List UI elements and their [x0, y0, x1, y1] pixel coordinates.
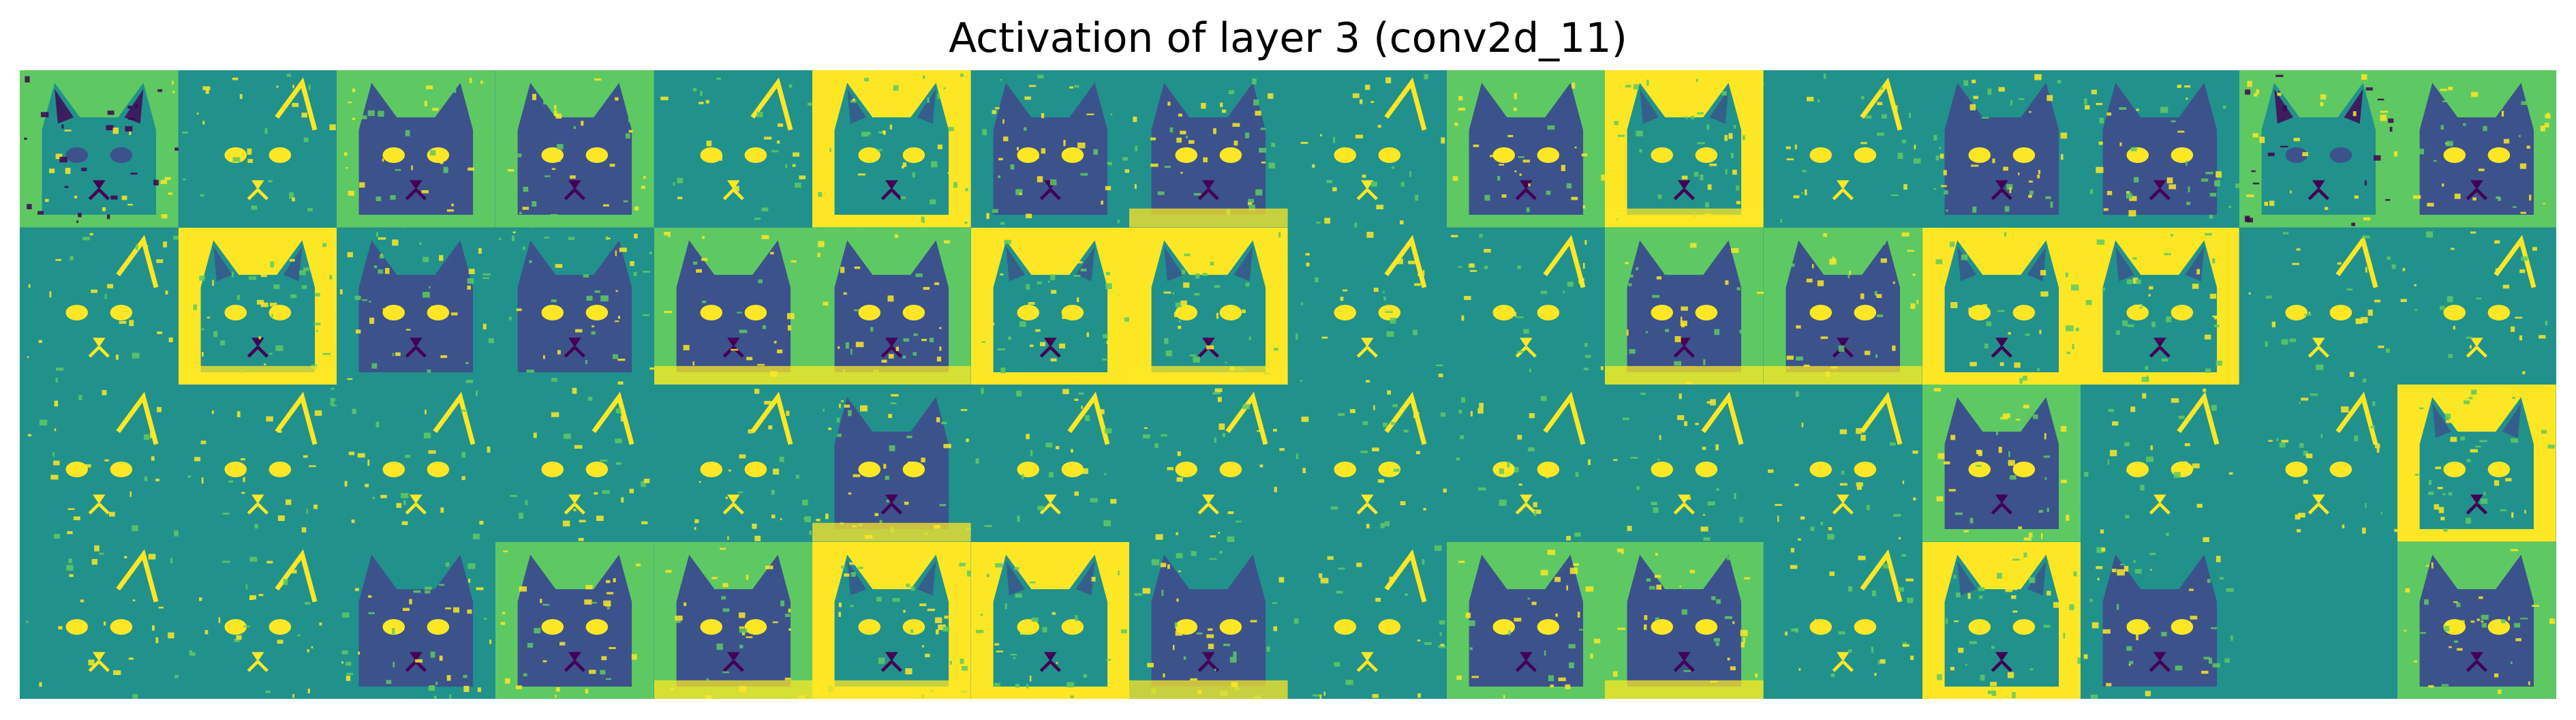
feature-map-tile: [1288, 385, 1447, 542]
feature-map-tile: [812, 227, 971, 385]
feature-map-tile: [812, 70, 971, 228]
feature-map-tile: [178, 227, 337, 385]
feature-map-tile: [1288, 541, 1447, 699]
feature-map-tile: [2397, 70, 2556, 228]
feature-map-tile: [337, 227, 495, 385]
feature-map-tile: [2397, 541, 2556, 699]
feature-map-tile: [970, 227, 1130, 385]
feature-map-tile: [178, 70, 337, 228]
feature-map-tile: [495, 70, 654, 228]
feature-map-tile: [495, 541, 654, 699]
feature-map-tile: [495, 385, 654, 542]
feature-map-tile: [2081, 385, 2239, 542]
feature-map-tile: [1129, 70, 1288, 228]
feature-map-tile: [1763, 70, 1922, 228]
feature-map-tile: [970, 385, 1130, 542]
feature-map-tile: [2081, 70, 2239, 228]
feature-map-tile: [1605, 227, 1764, 385]
feature-map-tile: [1922, 70, 2081, 228]
feature-map-tile: [337, 541, 495, 699]
feature-map-tile: [1446, 541, 1606, 699]
feature-map-tile: [1922, 385, 2081, 542]
feature-map-tile: [1763, 227, 1922, 385]
feature-map-tile: [1288, 70, 1447, 228]
feature-map-tile: [1605, 541, 1764, 699]
feature-map-tile: [2397, 385, 2556, 542]
feature-map-tile: [1129, 541, 1288, 699]
feature-map-tile: [654, 541, 813, 699]
feature-map-tile: [2081, 227, 2239, 385]
feature-map-tile: [1446, 70, 1606, 228]
feature-map-tile: [654, 70, 813, 228]
feature-map-tile: [2239, 385, 2398, 542]
feature-map-tile: [20, 541, 179, 699]
feature-map-tile: [2239, 227, 2398, 385]
feature-map-tile: [20, 227, 179, 385]
feature-map-tile: [495, 227, 654, 385]
feature-map-tile: [1763, 541, 1922, 699]
feature-map-tile: [337, 385, 495, 542]
feature-map-tile: [1288, 227, 1447, 385]
feature-map-tile: [20, 70, 179, 228]
feature-map-tile: [2239, 70, 2398, 228]
figure-title: Activation of layer 3 (conv2d_11): [949, 14, 1627, 62]
feature-map-tile: [1129, 227, 1288, 385]
feature-map-tile: [2081, 541, 2239, 699]
feature-map-tile: [337, 70, 495, 228]
feature-map-tile: [178, 541, 337, 699]
feature-map-tile: [970, 541, 1130, 699]
feature-map-tile: [1922, 227, 2081, 385]
feature-map-tile: [178, 385, 337, 542]
feature-map-tile: [2239, 541, 2398, 699]
feature-map-tile: [1605, 385, 1764, 542]
feature-map-tile: [654, 385, 813, 542]
feature-map-tile: [1446, 385, 1606, 542]
feature-map-tile: [812, 541, 971, 699]
feature-map-tile: [970, 70, 1130, 228]
feature-map-tile: [1129, 385, 1288, 542]
feature-map-tile: [2397, 227, 2556, 385]
feature-map-tile: [654, 227, 813, 385]
feature-map-tile: [812, 385, 971, 542]
feature-map-tile: [1605, 70, 1764, 228]
feature-map-tile: [20, 385, 179, 542]
feature-map-tile: [1763, 385, 1922, 542]
feature-map-tile: [1446, 227, 1606, 385]
feature-map-tile: [1922, 541, 2081, 699]
activation-grid: [20, 70, 2556, 699]
